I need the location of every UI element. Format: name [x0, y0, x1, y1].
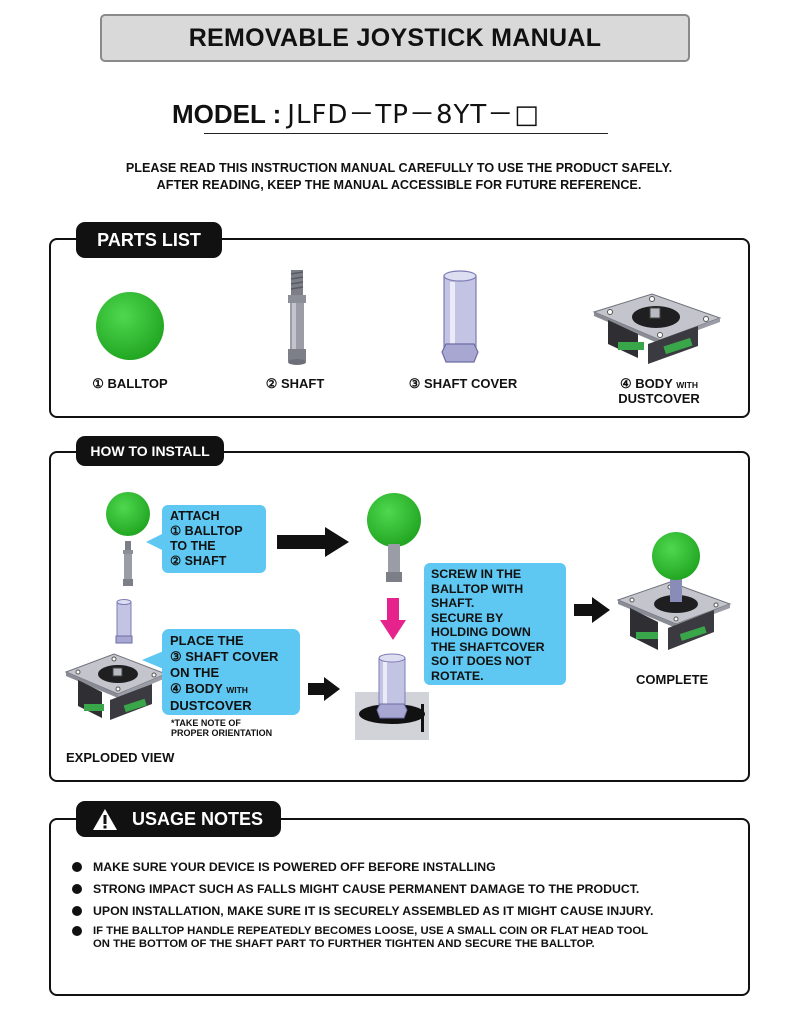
model-code: JLFD－TP－8YT－□ — [287, 100, 540, 130]
model-label: MODEL : — [172, 99, 282, 129]
arrow-right-icon-3 — [574, 597, 610, 623]
attach-line-1: ATTACH — [170, 509, 220, 523]
part-label-body-text: ④ BODY — [620, 376, 673, 391]
part-label-shaft: ② SHAFT — [265, 376, 325, 391]
usage-note-2: STRONG IMPACT SUCH AS FALLS MIGHT CAUSE … — [72, 878, 752, 900]
part-label-balltop: ① BALLTOP — [92, 376, 168, 391]
screw-line-8: ROTATE. — [431, 668, 484, 683]
shaft-cover-image — [441, 270, 479, 363]
complete-joystick-image — [616, 532, 732, 650]
bullet-icon — [72, 862, 82, 872]
arrow-right-icon — [277, 527, 349, 557]
part-label-body: ④ BODY WITH DUSTCOVER — [594, 377, 724, 406]
usage-note-1-text: MAKE SURE YOUR DEVICE IS POWERED OFF BEF… — [93, 859, 496, 874]
bullet-icon — [72, 884, 82, 894]
shaft-image — [288, 270, 306, 365]
shaft-cover-on-body-image — [355, 653, 429, 740]
parts-list-panel — [49, 238, 750, 418]
attach-line-3: TO THE — [170, 539, 216, 553]
callout-pointer-1 — [146, 532, 166, 552]
usage-note-4-line-2: ON THE BOTTOM OF THE SHAFT PART TO FURTH… — [93, 938, 595, 950]
place-line-2: ③ SHAFT COVER — [170, 649, 279, 664]
arrow-right-icon-2 — [308, 677, 340, 701]
usage-notes-panel — [49, 818, 750, 996]
how-to-install-panel — [49, 451, 750, 782]
usage-note-3: UPON INSTALLATION, MAKE SURE IT IS SECUR… — [72, 900, 752, 922]
exploded-shaft-image — [123, 541, 133, 586]
intro-text: PLEASE READ THIS INSTRUCTION MANUAL CARE… — [0, 160, 798, 194]
complete-label: COMPLETE — [636, 672, 709, 687]
place-callout: PLACE THE ③ SHAFT COVER ON THE ④ BODY WI… — [162, 629, 300, 715]
model-underline — [204, 133, 608, 134]
usage-note-4: IF THE BALLTOP HANDLE REPEATEDLY BECOMES… — [72, 925, 752, 951]
arrow-down-icon — [380, 598, 406, 640]
place-line-5: DUSTCOVER — [170, 698, 252, 713]
part-label-body-with: WITH — [676, 380, 698, 390]
exploded-shaft-cover-image — [115, 599, 133, 644]
attach-line-4: ② SHAFT — [170, 554, 227, 568]
exploded-balltop-image — [106, 492, 150, 536]
part-label-body-dustcover: DUSTCOVER — [618, 391, 700, 406]
screw-line-1: SCREW IN THE — [431, 567, 522, 581]
orientation-note: *TAKE NOTE OF PROPER ORIENTATION — [171, 718, 331, 738]
attach-callout: ATTACH ① BALLTOP TO THE ② SHAFT — [162, 505, 266, 573]
usage-notes-title: USAGE NOTES — [132, 808, 264, 829]
screw-line-3: SHAFT. — [431, 596, 475, 610]
usage-note-1: MAKE SURE YOUR DEVICE IS POWERED OFF BEF… — [72, 856, 752, 878]
assembled-balltop-shaft-image — [367, 493, 421, 582]
attach-line-2: ① BALLTOP — [170, 524, 243, 538]
usage-note-4-line-1: IF THE BALLTOP HANDLE REPEATEDLY BECOMES… — [93, 925, 649, 937]
place-body-with: WITH — [226, 685, 248, 695]
how-to-install-tab: HOW TO INSTALL — [76, 436, 224, 466]
orientation-note-1: *TAKE NOTE OF — [171, 718, 241, 728]
place-body-text: ④ BODY — [170, 681, 223, 696]
parts-list-tab: PARTS LIST — [76, 222, 222, 258]
orientation-note-2: PROPER ORIENTATION — [171, 728, 273, 738]
screw-line-6: THE SHAFTCOVER — [431, 639, 545, 654]
usage-note-3-text: UPON INSTALLATION, MAKE SURE IT IS SECUR… — [93, 903, 654, 918]
intro-line-2: AFTER READING, KEEP THE MANUAL ACCESSIBL… — [156, 178, 642, 192]
place-line-4: ④ BODY WITH — [170, 681, 292, 698]
screw-line-5: HOLDING DOWN — [431, 625, 531, 639]
place-line-3: ON THE — [170, 665, 220, 680]
body-image — [592, 293, 722, 364]
callout-pointer-2 — [142, 650, 166, 670]
part-label-shaft-cover: ③ SHAFT COVER — [408, 376, 518, 391]
screw-callout: SCREW IN THE BALLTOP WITH SHAFT. SECURE … — [424, 563, 566, 685]
bullet-icon — [72, 906, 82, 916]
usage-note-2-text: STRONG IMPACT SUCH AS FALLS MIGHT CAUSE … — [93, 881, 640, 896]
usage-notes-tab: USAGE NOTES — [76, 801, 281, 837]
screw-line-4: SECURE BY — [431, 610, 504, 625]
warning-icon — [93, 808, 117, 830]
screw-line-2: BALLTOP WITH — [431, 581, 524, 596]
bullet-icon — [72, 926, 82, 936]
place-line-1: PLACE THE — [170, 633, 244, 648]
model-line: MODEL :JLFD－TP－8YT－□ — [172, 94, 540, 131]
screw-line-7: SO IT DOES NOT — [431, 654, 532, 668]
balltop-image — [96, 292, 164, 360]
exploded-view-label: EXPLODED VIEW — [66, 750, 175, 765]
manual-title: REMOVABLE JOYSTICK MANUAL — [100, 14, 690, 62]
usage-note-4-text: IF THE BALLTOP HANDLE REPEATEDLY BECOMES… — [93, 925, 648, 951]
intro-line-1: PLEASE READ THIS INSTRUCTION MANUAL CARE… — [125, 161, 673, 175]
usage-notes-list: MAKE SURE YOUR DEVICE IS POWERED OFF BEF… — [72, 856, 752, 951]
